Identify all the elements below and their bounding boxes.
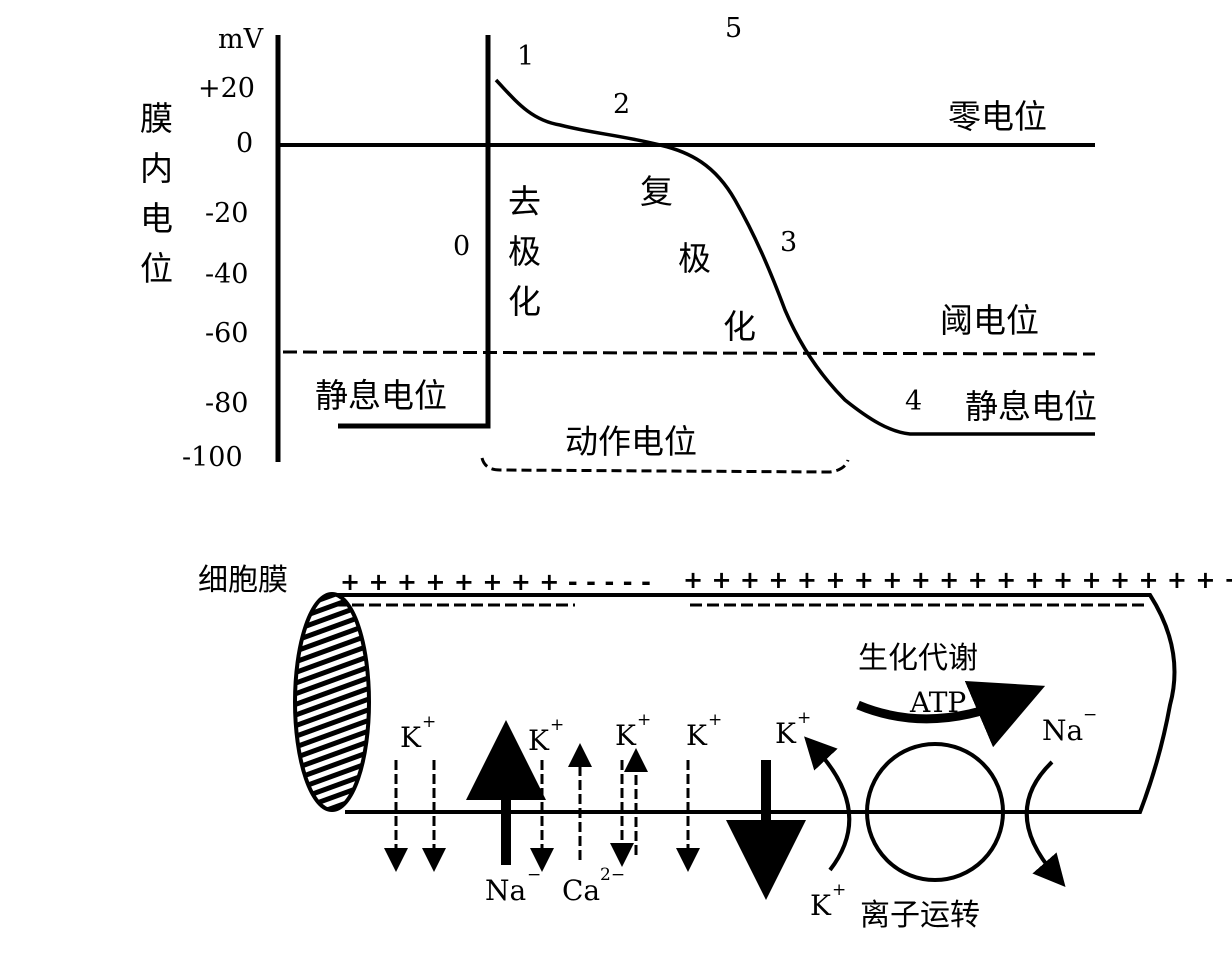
atp-arrow — [856, 681, 1046, 748]
cell-cross-section — [293, 592, 371, 812]
k-ion-symbol: K — [615, 719, 637, 752]
zero-potential-label: 零电位 — [948, 97, 1047, 136]
y-tick-label: -80 — [205, 388, 248, 419]
action-potential-curve — [338, 35, 491, 429]
ion-transport-label: 离子运转 — [860, 898, 980, 933]
cell-membrane-label: 细胞膜 — [198, 563, 288, 598]
na-ion-charge: − — [527, 865, 541, 885]
phase-label-5: 5 — [725, 13, 742, 44]
y-tick-label: -20 — [205, 198, 248, 229]
membrane-positive-charges-right: + + + + + + + + + + + + + + + + + + + + … — [683, 566, 1232, 594]
y-unit-label: mV — [218, 24, 264, 55]
k-ion-charge: + — [637, 710, 651, 730]
phase-label-0: 0 — [453, 231, 470, 262]
y-axis-title-char: 膜 — [140, 99, 173, 138]
membrane-positive-charges-left: + + + + + + + + - - - - - — [340, 568, 651, 596]
k-ion-charge: + — [708, 710, 722, 730]
y-tick-label: -40 — [205, 259, 248, 290]
na-ion-charge: − — [1083, 705, 1097, 725]
potassium-ion-label: K + — [400, 712, 436, 754]
k-ion-symbol: K — [528, 724, 550, 757]
phase-label-1: 1 — [517, 41, 534, 72]
depolarization-char: 极 — [508, 232, 541, 271]
k-ion-charge: + — [832, 880, 846, 900]
atp-label: ATP — [909, 686, 966, 719]
sodium-ion-label-bottom: Na − — [485, 865, 541, 907]
k-ion-charge: + — [797, 708, 811, 728]
resting-potential-right-label: 静息电位 — [965, 387, 1097, 426]
y-tick-label: -100 — [182, 442, 243, 473]
y-axis-title-char: 内 — [140, 149, 173, 188]
ca-ion-symbol: Ca — [562, 874, 600, 907]
k-ion-symbol: K — [775, 717, 797, 750]
action-potential-chart: mV +20 0 -20 -40 -60 -80 -100 膜 内 电 位 0 … — [140, 13, 1097, 474]
k-ion-charge: + — [550, 715, 564, 735]
threshold-potential-line — [282, 350, 1096, 356]
action-potential-bracket — [480, 457, 850, 474]
na-ion-symbol: Na — [485, 874, 526, 907]
ion-pump-circle — [865, 742, 1005, 882]
resting-potential-left-label: 静息电位 — [315, 376, 447, 415]
y-tick-label: 0 — [236, 128, 253, 159]
y-axis-title-char: 位 — [140, 249, 173, 288]
potassium-ion-label: K + — [686, 710, 722, 752]
action-potential-label: 动作电位 — [565, 422, 697, 461]
pump-arrow-left — [804, 736, 852, 872]
y-tick-label: -60 — [205, 318, 248, 349]
y-axis-title-char: 电 — [140, 199, 173, 238]
metabolism-label: 生化代谢 — [858, 641, 978, 676]
phase-label-4: 4 — [905, 386, 922, 417]
k-ion-symbol: K — [810, 889, 832, 922]
repolarization-char: 复 — [640, 172, 673, 211]
repolarization-char: 极 — [678, 239, 711, 278]
k-ion-charge: + — [422, 712, 436, 732]
potassium-ion-label: K + — [528, 715, 564, 757]
y-tick-label: +20 — [198, 73, 255, 104]
ca-ion-charge: 2− — [600, 865, 625, 885]
k-ion-symbol: K — [400, 721, 422, 754]
phase-label-3: 3 — [780, 227, 797, 258]
cell-membrane-diagram: + + + + + + + + - - - - - + + + + + + + … — [198, 563, 1232, 933]
depolarization-char: 化 — [508, 282, 541, 321]
na-ion-symbol: Na — [1042, 714, 1083, 747]
potassium-ion-label: K + — [615, 710, 651, 752]
calcium-ion-label: Ca 2− — [562, 865, 625, 907]
action-potential-curve-repolarization — [494, 78, 1095, 436]
cell-cylinder-outline — [330, 593, 1177, 814]
pump-arrow-right — [1024, 760, 1066, 888]
repolarization-char: 化 — [723, 307, 756, 346]
phase-label-2: 2 — [613, 89, 630, 120]
threshold-potential-label: 阈电位 — [940, 301, 1039, 340]
sodium-ion-label-top: Na − — [1042, 705, 1097, 747]
potassium-ion-label: K + — [775, 708, 811, 750]
k-ion-symbol: K — [686, 719, 708, 752]
depolarization-char: 去 — [508, 182, 541, 221]
potassium-ion-label-bottom: K + — [810, 880, 846, 922]
